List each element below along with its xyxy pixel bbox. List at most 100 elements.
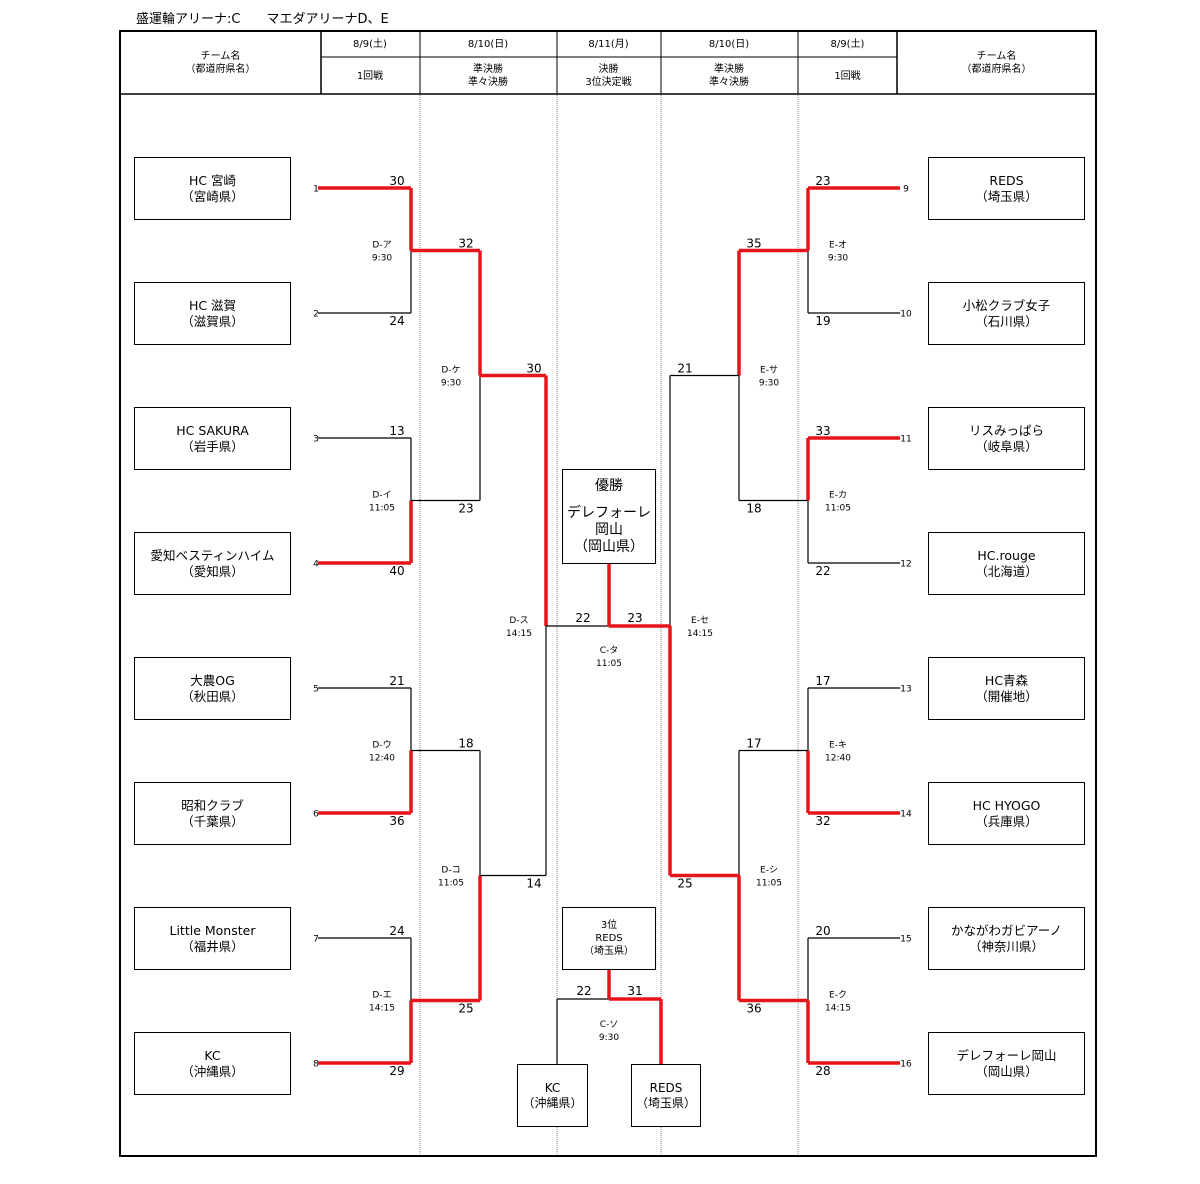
team-name: HC HYOGO xyxy=(972,797,1041,813)
match-score: 36 xyxy=(746,1002,761,1016)
bracket-frame xyxy=(119,30,1097,1157)
team-column-header-left: チーム名 （都道府県名） xyxy=(185,51,256,75)
seed-number: 16 xyxy=(900,1060,912,1070)
match-label: E-ク xyxy=(829,990,847,1001)
match-score: 23 xyxy=(458,502,473,516)
match-score: 29 xyxy=(389,1064,404,1078)
team-box-left-4: 愛知ベスティンハイム（愛知県） xyxy=(134,532,291,595)
match-time: 12:40 xyxy=(369,754,395,764)
header-date-r1-left: 8/9(土) xyxy=(353,39,387,50)
seed-number: 3 xyxy=(313,435,319,445)
match-label: D-ケ xyxy=(441,365,460,376)
header-date-r1-right: 8/9(土) xyxy=(830,39,865,50)
match-label: C-タ xyxy=(600,645,619,656)
team-box-right-13: HC青森（開催地） xyxy=(928,657,1085,720)
team-prefecture: （滋賀県） xyxy=(181,313,244,329)
team-name: HC 宮崎 xyxy=(188,172,237,188)
match-score: 30 xyxy=(389,174,404,188)
header-round-qf-left: 準決勝 準々決勝 xyxy=(468,64,508,88)
team-name: HC青森 xyxy=(984,672,1029,688)
team-prefecture: （愛知県） xyxy=(181,563,244,579)
venue-title: 盛運輪アリーナ:C マエダアリーナD、E xyxy=(136,12,389,27)
team-name: Little Monster xyxy=(169,922,256,938)
header-round-final: 決勝 3位決定戦 xyxy=(585,64,632,88)
match-score: 13 xyxy=(389,424,404,438)
team-name: HC.rouge xyxy=(977,547,1036,563)
seed-number: 10 xyxy=(900,310,912,320)
match-label: E-カ xyxy=(829,490,847,501)
team-name: リスみっぱら xyxy=(968,422,1044,438)
match-time: 9:30 xyxy=(759,379,779,389)
match-score: 19 xyxy=(815,314,830,328)
match-time: 12:40 xyxy=(825,754,851,764)
team-box-right-11: リスみっぱら（岐阜県） xyxy=(928,407,1085,470)
team-name: 小松クラブ女子 xyxy=(962,297,1051,313)
match-time: 14:15 xyxy=(825,1004,851,1014)
team-name: KC xyxy=(544,1080,561,1095)
match-time: 11:05 xyxy=(825,504,851,514)
match-score: 23 xyxy=(815,174,830,188)
match-score: 21 xyxy=(677,362,692,376)
team-box-right-9: REDS（埼玉県） xyxy=(928,157,1085,220)
team-box-left-5: 大農OG（秋田県） xyxy=(134,657,291,720)
third-place-team-right: REDS （埼玉県） xyxy=(631,1064,701,1127)
team-name: HC SAKURA xyxy=(176,422,249,438)
match-time: 11:05 xyxy=(756,879,782,889)
match-score: 17 xyxy=(746,737,761,751)
header-round-r1-left: 1回戦 xyxy=(356,70,384,82)
team-name: HC 滋賀 xyxy=(188,297,237,313)
header-date-final: 8/11(月) xyxy=(588,39,629,50)
team-column-header-right: チーム名 （都道府県名） xyxy=(961,51,1032,75)
team-box-right-16: デレフォーレ岡山（岡山県） xyxy=(928,1032,1085,1095)
team-box-right-15: かながわガビアーノ（神奈川県） xyxy=(928,907,1085,970)
team-prefecture: （石川県） xyxy=(975,313,1038,329)
match-score: 22 xyxy=(815,564,830,578)
third-place-box: 3位 REDS （埼玉県） xyxy=(562,907,656,970)
header-round-qf-right: 準決勝 準々決勝 xyxy=(709,64,749,88)
team-prefecture: （沖縄県） xyxy=(181,1063,244,1079)
seed-number: 8 xyxy=(313,1060,319,1070)
header-date-qf-right: 8/10(日) xyxy=(708,39,750,50)
match-label: D-ウ xyxy=(372,740,391,751)
match-label: D-ス xyxy=(509,616,528,626)
match-score: 32 xyxy=(458,237,473,251)
seed-number: 12 xyxy=(900,560,911,570)
team-name: かながわガビアーノ xyxy=(950,922,1062,938)
match-time: 9:30 xyxy=(599,1033,619,1043)
match-label: D-コ xyxy=(441,866,460,876)
match-score: 30 xyxy=(526,362,541,376)
seed-number: 5 xyxy=(313,685,319,695)
team-name: 愛知ベスティンハイム xyxy=(150,547,275,563)
match-label: D-エ xyxy=(372,991,391,1001)
seed-number: 15 xyxy=(900,935,911,945)
team-prefecture: （埼玉県） xyxy=(975,188,1038,204)
match-score: 18 xyxy=(746,502,761,516)
team-box-right-12: HC.rouge（北海道） xyxy=(928,532,1085,595)
team-prefecture: （秋田県） xyxy=(181,688,244,704)
match-time: 14:15 xyxy=(369,1004,395,1014)
team-box-right-14: HC HYOGO（兵庫県） xyxy=(928,782,1085,845)
match-time: 14:15 xyxy=(506,629,532,639)
champion-title: 優勝 xyxy=(595,477,623,494)
team-name: REDS xyxy=(989,172,1024,188)
match-score: 21 xyxy=(389,674,404,688)
seed-number: 1 xyxy=(313,185,319,195)
match-score: 20 xyxy=(815,924,830,938)
header-round-r1-right: 1回戦 xyxy=(834,70,861,82)
third-place-title: 3位 xyxy=(600,920,618,931)
team-prefecture: （兵庫県） xyxy=(975,813,1038,829)
team-name: REDS xyxy=(649,1080,683,1095)
match-label: E-オ xyxy=(829,240,847,251)
header-date-qf-left: 8/10(日) xyxy=(467,39,509,50)
seed-number: 4 xyxy=(313,560,319,570)
seed-number: 14 xyxy=(900,810,912,820)
team-name: 昭和クラブ xyxy=(181,797,244,813)
match-time: 11:05 xyxy=(369,504,395,514)
match-score: 24 xyxy=(389,924,404,938)
team-prefecture: （岐阜県） xyxy=(975,438,1038,454)
match-label: D-ア xyxy=(372,241,391,251)
team-prefecture: （開催地） xyxy=(975,688,1038,704)
team-box-right-10: 小松クラブ女子（石川県） xyxy=(928,282,1085,345)
team-prefecture: （北海道） xyxy=(975,563,1038,579)
team-box-left-8: KC（沖縄県） xyxy=(134,1032,291,1095)
